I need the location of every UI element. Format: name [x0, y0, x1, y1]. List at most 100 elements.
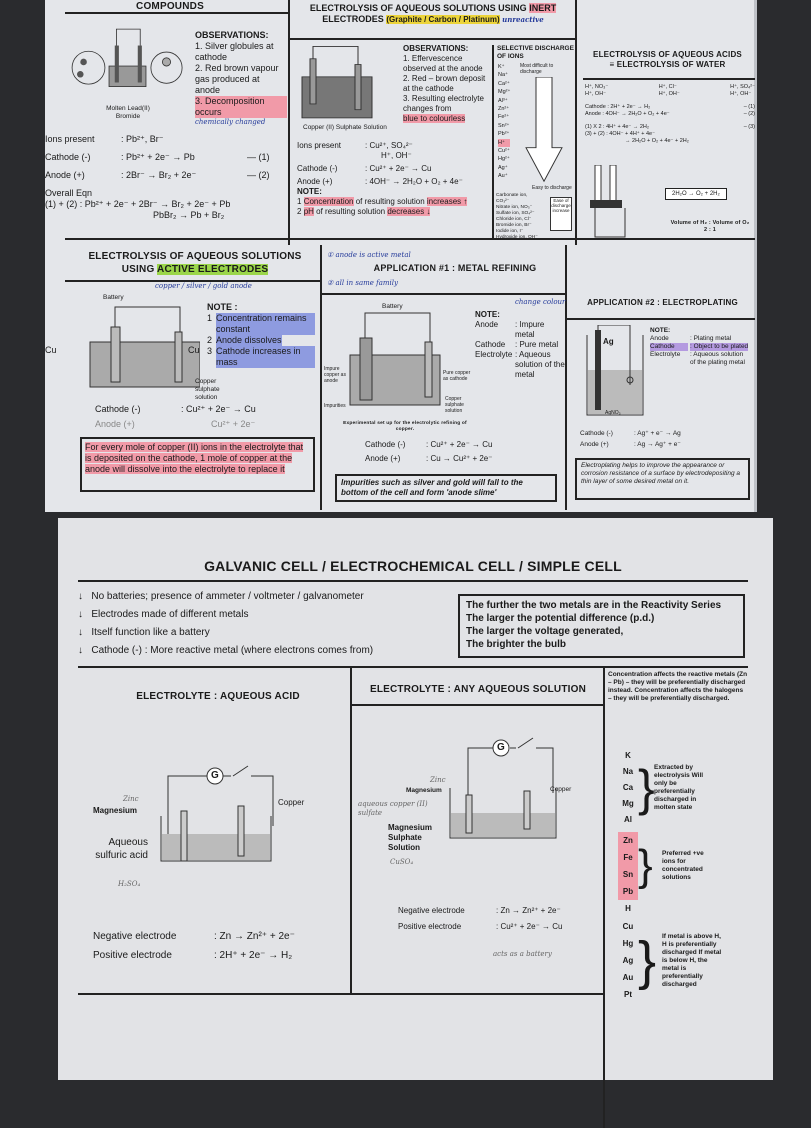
divider [322, 293, 565, 295]
note-number: 1 [207, 313, 213, 323]
note-key: Electrolyte [475, 350, 513, 359]
equation-tag: — (2) [247, 170, 270, 180]
metal: Fe [618, 849, 638, 866]
ion: Cu²⁺ [498, 148, 510, 155]
equation-tag: – (1) [743, 104, 755, 110]
title-highlight: ACTIVE ELECTRODES [157, 264, 269, 275]
ion: Al³⁺ [498, 97, 508, 104]
solution-label: Copper sulphate solution [195, 378, 220, 401]
observation-item: 3. Resulting electrolyte changes from [403, 94, 484, 113]
active-info-box: For every mole of copper (II) ions in th… [80, 437, 315, 492]
ion: Sn²⁺ [498, 122, 510, 129]
box-line: The brighter the bulb [466, 639, 566, 650]
title-text: USING [121, 264, 155, 275]
equation: Anode : 4OH⁻ → 2H₂O + O₂ + 4e⁻ [585, 111, 670, 117]
row-label: Negative electrode [93, 931, 177, 942]
note-title: NOTE: [297, 187, 322, 196]
equation: : 2H⁺ + 2e⁻ → H₂ [214, 950, 293, 961]
section-title-molten: COMPOUNDS [105, 0, 235, 13]
note-text: Concentration remains constant [216, 313, 315, 335]
equation: : 2Br⁻ → Br₂ + 2e⁻ [121, 170, 197, 180]
ion: Chloride ion, Cl⁻ [496, 217, 532, 222]
row-label: Ions present [45, 134, 95, 144]
note-title: NOTE: [475, 310, 500, 319]
metal: H [625, 904, 631, 913]
equation: → 2H₂O + O₂ + 4e⁻ + 2H₂ [625, 138, 689, 144]
electrode-label: Copper [278, 798, 305, 807]
active-equations: Cathode (-): Cu²⁺ + 2e⁻ → Cu Anode (+)Cu… [95, 404, 315, 430]
ion: Hg²⁺ [498, 156, 510, 163]
plating-info-box: Electroplating helps to improve the appe… [575, 458, 750, 500]
electrode-label: Cu [45, 345, 57, 355]
note-highlight: Concentration [303, 197, 354, 206]
equation: : Cu → Cu²⁺ + 2e⁻ [426, 454, 493, 463]
note-text: of resulting solution [355, 197, 425, 206]
divider [350, 668, 352, 993]
observation-item: 2. Red brown vapour gas produced at anod… [195, 63, 279, 95]
metal: Hg [622, 939, 634, 948]
galvanometer-label: G [211, 770, 219, 781]
row-label: Cathode (-) [365, 440, 406, 449]
ion-pair: H⁺, OH⁻ [730, 91, 752, 97]
handwritten-note: H₂SO₄ [118, 880, 141, 888]
bullet-item: Electrodes made of different metals [91, 609, 249, 620]
metal: Cu [622, 922, 634, 931]
overall-label: Overall Eqn [45, 188, 93, 198]
note-text: Anode dissolves [216, 335, 282, 346]
molten-equations: Ions present: Pb²⁺, Br⁻ Cathode (-): Pb²… [45, 134, 285, 221]
section-title-inert: ELECTROLYSIS OF AQUEOUS SOLUTIONS USING … [291, 3, 575, 25]
note-text: of resulting solution [316, 207, 386, 216]
divider [290, 38, 575, 40]
note-value: : Aqueous solution of the plating metal [690, 351, 745, 366]
note-number: 3 [207, 346, 213, 356]
row-label: Ions present [297, 141, 342, 150]
metal: Pt [624, 990, 632, 999]
down-arrow-icon [525, 77, 563, 183]
equation: (1) X 2 : 4H⁺ + 4e⁻ → 2H₂ [585, 124, 650, 130]
note: Easy to discharge [532, 185, 572, 191]
molten-observations: OBSERVATIONS: 1. Silver globules at cath… [195, 30, 287, 127]
ion: Bromide ion, Br⁻ [496, 223, 532, 228]
note-key: Cathode [475, 340, 506, 349]
row-label: Anode (+) [580, 441, 609, 448]
inert-observations: OBSERVATIONS: 1. Effervescence observed … [403, 44, 490, 124]
row-label: Cathode (-) [95, 404, 141, 414]
divider [583, 78, 755, 80]
note-highlight: increases ↑ [426, 197, 468, 206]
observation-item: 3. Decomposition occurs [195, 96, 287, 118]
box-line: The larger the voltage generated, [466, 626, 624, 637]
note-key: Anode [475, 320, 499, 329]
galvanic-notes-sheet: GALVANIC CELL / ELECTROCHEMICAL CELL / S… [58, 518, 773, 1128]
diagram-caption: Experimental set up for the electrolytic… [343, 421, 467, 432]
overall-equation: (1) + (2) : Pb²⁺ + 2e⁻ + 2Br⁻ → Br₂ + 2e… [45, 199, 231, 209]
title-highlight: INERT [529, 3, 557, 13]
bullet-item: Itself function like a battery [91, 627, 210, 638]
handwritten-note: change colour [515, 298, 566, 306]
bullet-item: No batteries; presence of ammeter / volt… [91, 591, 364, 602]
divider [567, 318, 755, 320]
metal: Pb [618, 883, 638, 900]
divider [603, 668, 605, 1128]
title-text: COMPOUNDS [136, 1, 204, 12]
solution-cell-equations: Negative electrode: Zn → Zn²⁺ + 2e⁻ Posi… [398, 906, 603, 932]
handwritten-note: ① anode is active metal [327, 251, 411, 259]
solution-label: AgNO₃ [605, 410, 621, 416]
diagram-label: Impure copper as anode [324, 366, 346, 384]
note-highlight: pH [303, 207, 314, 216]
ion: Au⁺ [498, 173, 508, 180]
refining-notes: NOTE: Anode: Impure metal Cathode: Pure … [475, 310, 565, 380]
observation-item: 2. Red – brown deposit at the cathode [403, 74, 486, 93]
water-electrolysis-diagram [590, 165, 626, 238]
row-label: Positive electrode [93, 950, 172, 961]
observations-title: OBSERVATIONS: [403, 44, 469, 53]
divider [352, 704, 603, 706]
note-key: Electrolyte [650, 351, 681, 358]
diagram-label: Copper sulphate solution [445, 396, 464, 414]
note-number: 2 [207, 335, 213, 345]
title-highlight: (Graphite / Carbon / Platinum) [386, 15, 500, 24]
divider [565, 245, 567, 510]
